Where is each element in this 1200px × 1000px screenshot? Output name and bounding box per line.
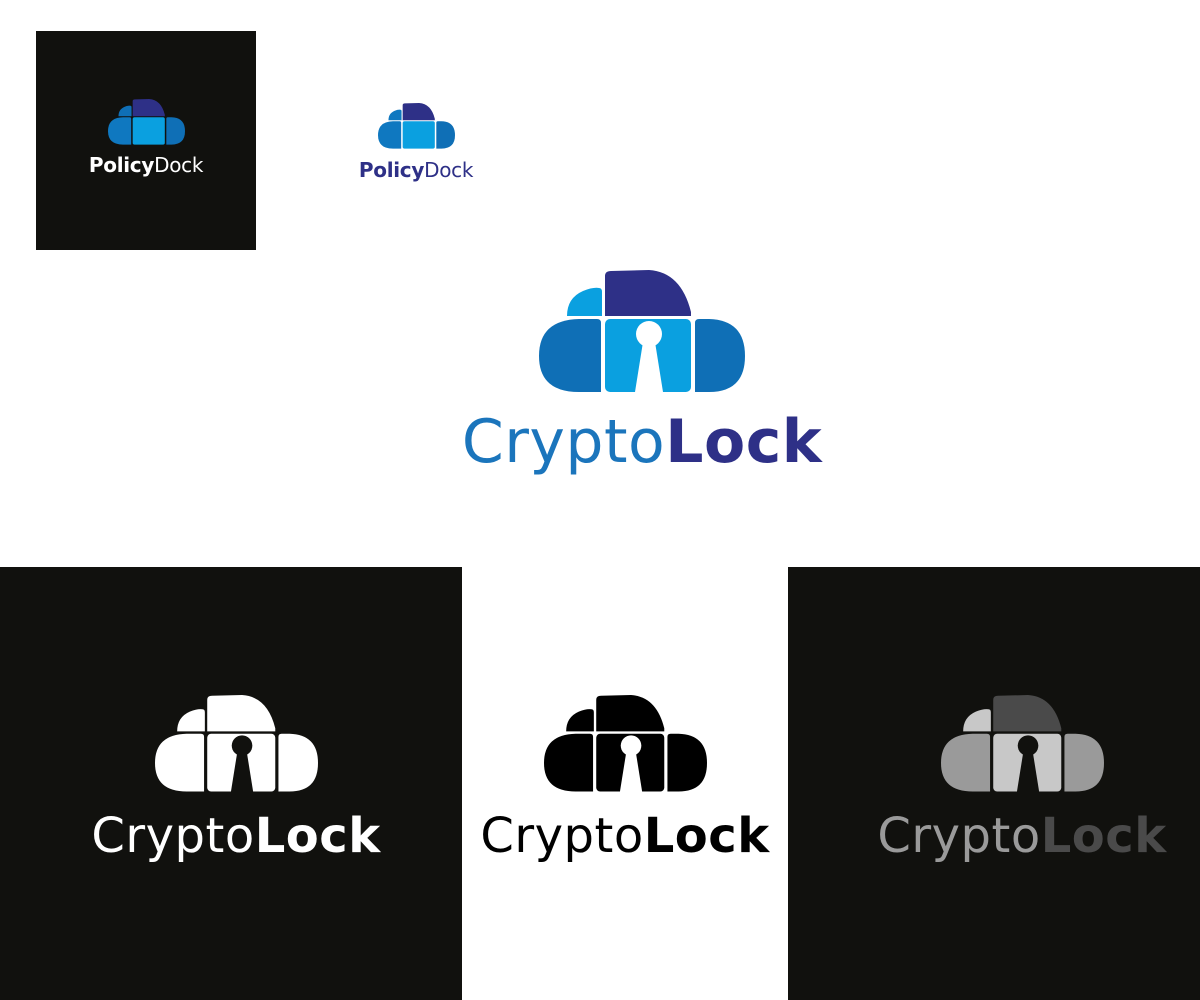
wordmark-bold: Lock [1040,807,1167,864]
cloud-right-lobe [666,733,707,792]
cloud-left-lobe [539,319,601,392]
wordmark-light: Crypto [91,807,255,864]
cloud-top-left-piece [962,709,991,732]
cloud-left-lobe [543,733,593,792]
cloud-top-dome [402,103,435,121]
cryptolock-wordmark: CryptoLock [480,812,769,860]
cloud-left-lobe [107,117,131,145]
cryptolock-logo-black: CryptoLock [462,695,788,860]
wordmark-light: Crypto [480,807,644,864]
cloud-center-block [402,121,435,149]
cloud-top-left-piece [565,709,594,732]
policydock-wordmark: PolicyDock [88,152,204,177]
keyhole-circle [636,321,662,347]
cryptolock-wordmark: CryptoLock [877,812,1166,860]
cloud-left-lobe [154,733,204,792]
wordmark-bold: Lock [643,807,770,864]
cloud-top-dome [132,99,165,117]
wordmark-light: Crypto [461,407,666,477]
keyhole-circle [620,735,641,756]
cloud-right-lobe [165,117,185,145]
cloud-right-lobe [1063,733,1104,792]
keyhole-slot [635,342,663,392]
cloud-keyhole-icon [940,695,1104,792]
cloud-right-lobe [695,319,745,392]
policydock-logo-dark: PolicyDock [36,99,256,175]
wordmark-bold: Lock [665,407,823,477]
cloud-keyhole-icon [543,695,707,792]
cryptolock-wordmark: CryptoLock [91,812,380,860]
cloud-left-lobe [940,733,990,792]
cryptolock-logo-white: CryptoLock [0,695,472,860]
cloud-top-left-piece [176,709,205,732]
policydock-wordmark: PolicyDock [358,157,474,182]
cloud-top-dome [992,695,1061,732]
wordmark-light: Dock [154,152,204,177]
cloud-keyhole-icon [154,695,318,792]
policydock-logo-light: PolicyDock [316,103,516,180]
cloud-icon [377,103,455,149]
wordmark-bold: Policy [358,157,425,182]
cloud-top-dome [605,270,691,316]
keyhole-slot [230,751,253,792]
cloud-top-left-piece [387,109,402,121]
cloud-right-lobe [277,733,318,792]
cryptolock-logo-color: CryptoLock [442,270,842,472]
keyhole-slot [1016,751,1039,792]
cloud-top-left-piece [117,105,132,117]
cloud-keyhole-icon [539,270,745,392]
cloud-center-block [132,117,165,145]
wordmark-light: Crypto [877,807,1041,864]
cryptolock-logo-gray: CryptoLock [816,695,1200,860]
wordmark-bold: Lock [254,807,381,864]
cryptolock-wordmark: CryptoLock [462,412,822,472]
wordmark-light: Dock [424,157,474,182]
keyhole-slot [619,751,642,792]
cloud-top-dome [595,695,664,732]
cloud-icon [107,99,185,145]
cloud-right-lobe [435,121,455,149]
cloud-top-left-piece [567,287,602,316]
cloud-left-lobe [377,121,401,149]
wordmark-bold: Policy [88,152,155,177]
cloud-top-dome [206,695,275,732]
keyhole-circle [1017,735,1038,756]
keyhole-circle [231,735,252,756]
